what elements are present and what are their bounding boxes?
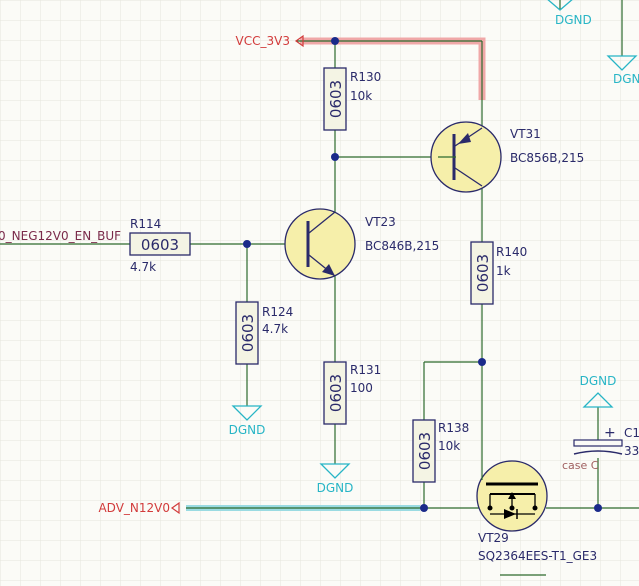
r138-ref: R138: [438, 421, 469, 435]
r140-pkg: 0603: [474, 254, 492, 292]
r131-ref: R131: [350, 363, 381, 377]
r138-pkg: 0603: [416, 432, 434, 470]
capacitor-labels: + C14 33 case C: [562, 425, 639, 472]
dgnd-label: DGND: [317, 481, 354, 495]
vt23-labels: VT23 BC846B,215: [365, 215, 439, 253]
junction-dot: [478, 358, 486, 366]
vt29-labels: VT29 SQ2364EES-T1_GE3: [478, 531, 597, 563]
r138-value: 10k: [438, 439, 460, 453]
dgnd-topright: [606, 55, 638, 71]
r140-value: 1k: [496, 264, 511, 278]
dgnd-topleft: [547, 0, 573, 11]
net-labels: VCC_3V3 ADV_N12V0 0_NEG12V0_EN_BUF: [0, 34, 290, 515]
r130-pkg: 0603: [327, 80, 345, 118]
neg12v-en-label: 0_NEG12V0_EN_BUF: [0, 229, 121, 243]
r131-value: 100: [350, 381, 373, 395]
junction-dot: [420, 504, 428, 512]
r124-ref: R124: [262, 305, 293, 319]
r140-ref: R140: [496, 245, 527, 259]
dgnd-label: DGND: [580, 374, 617, 388]
resistor-r130[interactable]: [323, 67, 347, 131]
vt31-part: BC856B,215: [510, 151, 584, 165]
vt31-labels: VT31 BC856B,215: [510, 127, 584, 165]
vt23-ref: VT23: [365, 215, 396, 229]
r130-ref: R130: [350, 70, 381, 84]
package-labels: 0603 0603 0603 0603 0603 0603: [141, 80, 492, 470]
ground-labels: DGND DGND DGND DGND DGND: [229, 13, 639, 495]
transistor-vt31[interactable]: [430, 121, 502, 193]
resistor-r114[interactable]: [129, 232, 191, 256]
transistor-vt23[interactable]: [284, 208, 356, 280]
adv-label: ADV_N12V0: [98, 501, 170, 515]
junction-dot: [594, 504, 602, 512]
r130-value: 10k: [350, 89, 372, 103]
dgnd-r131: [319, 463, 351, 479]
capacitor-ref: C14: [624, 426, 639, 440]
junctions: [243, 37, 602, 512]
vcc-port: [294, 34, 304, 48]
capacitor-c14[interactable]: [573, 439, 623, 455]
junction-dot: [331, 153, 339, 161]
dgnd-label: DGND: [229, 423, 266, 437]
resistor-r131[interactable]: [323, 361, 347, 425]
dgnd-cap: [582, 392, 614, 408]
r114-pkg: 0603: [141, 236, 179, 254]
ground-symbols: [231, 0, 638, 479]
vt23-part: BC846B,215: [365, 239, 439, 253]
r131-pkg: 0603: [327, 374, 345, 412]
vcc-label: VCC_3V3: [236, 34, 290, 48]
resistor-r140[interactable]: [470, 241, 494, 305]
capacitor-case: case C: [562, 459, 599, 472]
r124-pkg: 0603: [239, 314, 257, 352]
resistor-labels: R130 10k R114 4.7k R124 4.7k R131 100 R1…: [130, 70, 527, 453]
transistor-vt29[interactable]: [476, 460, 548, 532]
junction-dot: [331, 37, 339, 45]
net-ports: [170, 34, 304, 515]
capacitor-value: 33: [624, 444, 639, 458]
r114-ref: R114: [130, 217, 161, 231]
resistor-r124[interactable]: [235, 301, 259, 365]
r114-value: 4.7k: [130, 260, 156, 274]
adv-port: [170, 501, 180, 515]
dgnd-label: DGND: [613, 72, 639, 86]
resistor-bodies: [129, 67, 494, 483]
dgnd-r124: [231, 405, 263, 421]
junction-dot: [243, 240, 251, 248]
vt31-ref: VT31: [510, 127, 541, 141]
resistor-r138[interactable]: [412, 419, 436, 483]
capacitor-plus: +: [604, 425, 616, 441]
vt29-part: SQ2364EES-T1_GE3: [478, 549, 597, 563]
r124-value: 4.7k: [262, 322, 288, 336]
vt29-ref: VT29: [478, 531, 509, 545]
dgnd-label: DGND: [555, 13, 592, 27]
